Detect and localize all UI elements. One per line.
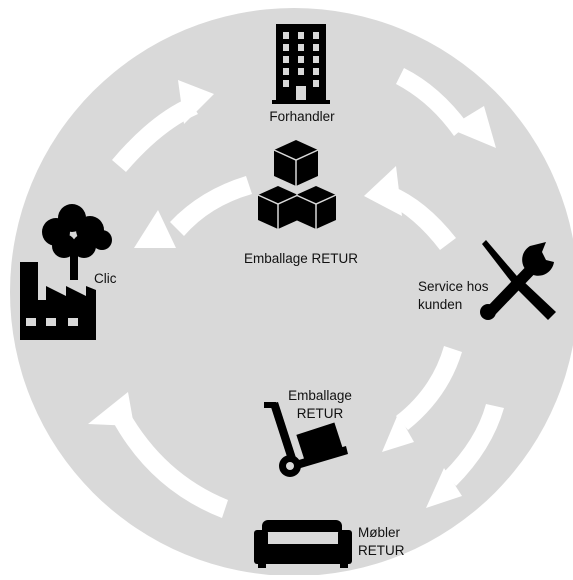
clic-label: Clic: [94, 271, 117, 286]
hand-truck-icon: [264, 402, 348, 477]
service-label-line2: kunden: [418, 297, 463, 312]
stacked-boxes-icon: [257, 140, 337, 229]
sofa-icon: [254, 520, 352, 568]
arrow-packaging-to-clic: [134, 176, 252, 248]
arrow-service-to-furniture: [426, 404, 504, 508]
furniture-label-line1: Møbler: [358, 525, 401, 540]
packaging-trolley-label-line1: Emballage: [288, 388, 352, 403]
tree-and-factory-icon: [20, 204, 112, 340]
arrow-service-to-trolley: [382, 346, 462, 452]
office-building-icon: [272, 24, 330, 104]
dealer-label: Forhandler: [269, 109, 335, 124]
arrow-service-to-packaging: [364, 166, 456, 250]
packaging-center-label: Emballage RETUR: [243, 251, 359, 266]
packaging-trolley-label-line2: RETUR: [296, 406, 344, 421]
background-circle: [10, 8, 573, 576]
arrow-dealer-to-service: [396, 68, 496, 148]
tools-icon: [480, 240, 556, 320]
arrow-clic-to-dealer: [112, 80, 214, 172]
furniture-label-line2: RETUR: [358, 543, 405, 558]
service-label-line1: Service hos: [418, 279, 489, 294]
arrow-furniture-to-clic: [88, 392, 228, 518]
